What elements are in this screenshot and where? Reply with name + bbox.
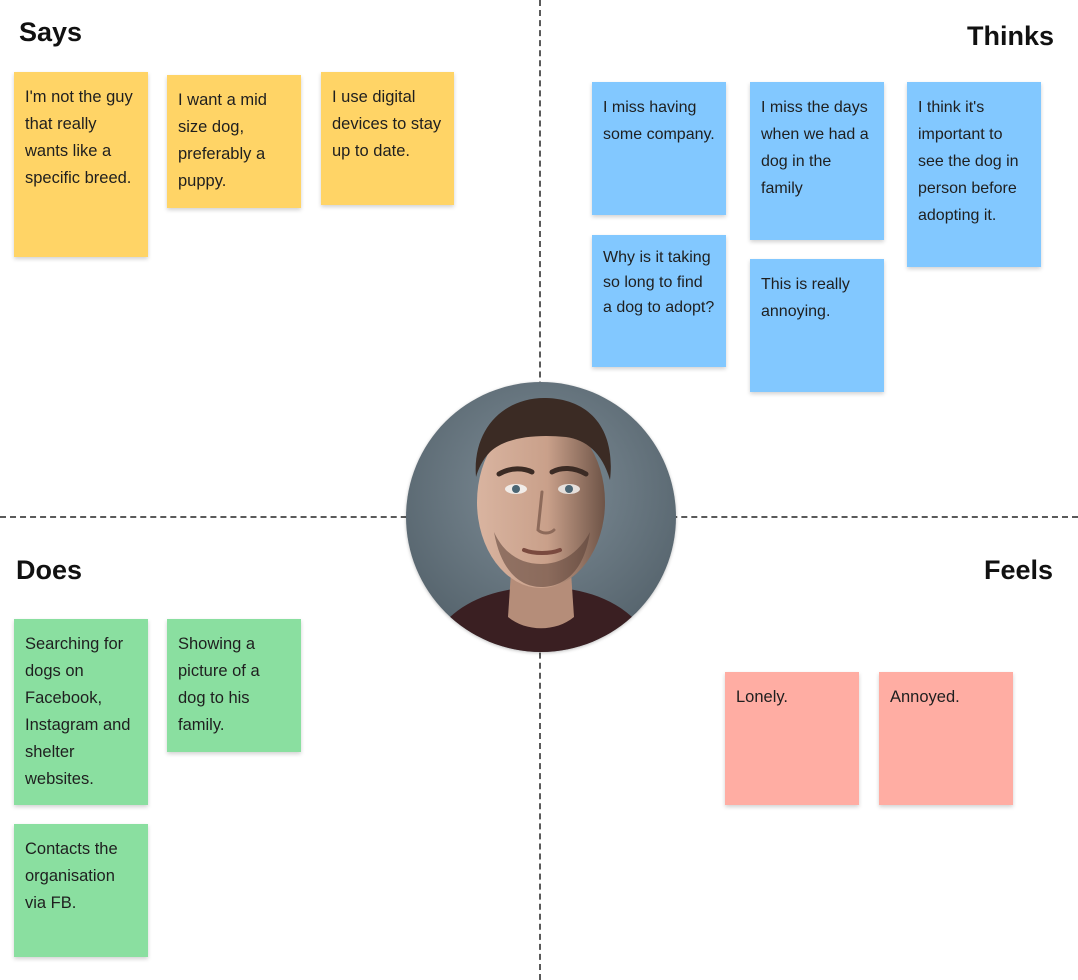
says-note[interactable]: I'm not the guy that really wants like a…	[14, 72, 148, 257]
thinks-note[interactable]: Why is it taking so long to find a dog t…	[592, 235, 726, 367]
says-note[interactable]: I want a mid size dog, preferably a pupp…	[167, 75, 301, 208]
user-portrait-icon	[406, 382, 676, 652]
thinks-note[interactable]: I think it's important to see the dog in…	[907, 82, 1041, 267]
thinks-note[interactable]: This is really annoying.	[750, 259, 884, 392]
says-note[interactable]: I use digital devices to stay up to date…	[321, 72, 454, 205]
does-note[interactable]: Contacts the organisation via FB.	[14, 824, 148, 957]
thinks-note[interactable]: I miss having some company.	[592, 82, 726, 215]
says-title: Says	[19, 17, 83, 47]
does-note[interactable]: Searching for dogs on Facebook, Instagra…	[14, 619, 148, 805]
thinks-note[interactable]: I miss the days when we had a dog in the…	[750, 82, 884, 240]
feels-note[interactable]: Annoyed.	[879, 672, 1013, 805]
does-note[interactable]: Showing a picture of a dog to his family…	[167, 619, 301, 752]
feels-title: Feels	[983, 555, 1053, 585]
does-title: Does	[16, 555, 83, 585]
persona-avatar	[406, 382, 676, 652]
thinks-title: Thinks	[966, 21, 1054, 51]
feels-note[interactable]: Lonely.	[725, 672, 859, 805]
